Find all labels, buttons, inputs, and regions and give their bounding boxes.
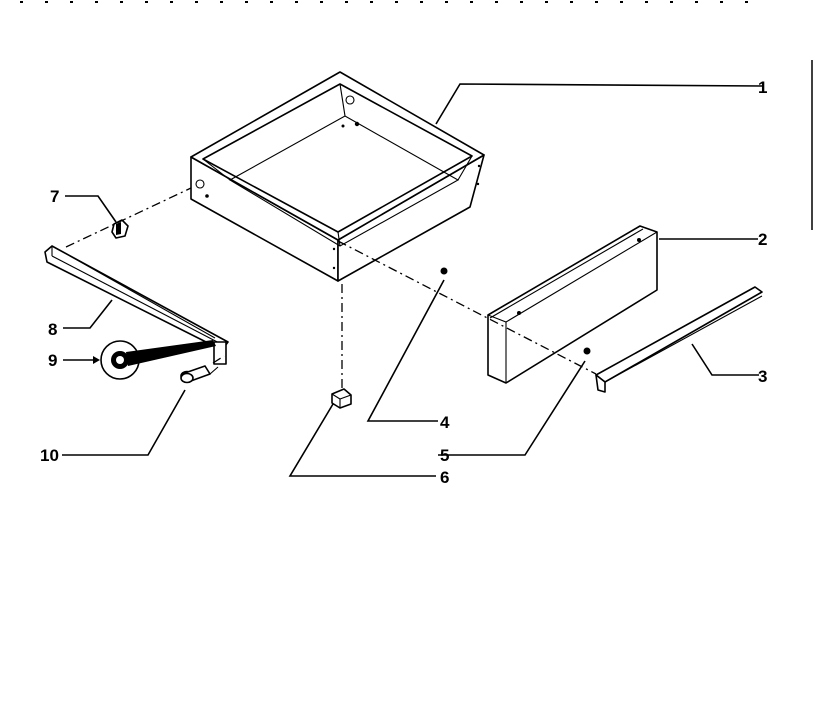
drawer-box	[190, 71, 485, 282]
small-block	[331, 388, 352, 409]
callout-9: 9	[48, 351, 57, 370]
screw-part-5	[583, 347, 591, 355]
callout-10: 10	[40, 446, 59, 465]
handle-rail	[44, 245, 229, 365]
callout-labels: 1 2 3 4 5 6 7 8 9 10	[40, 78, 767, 487]
callout-6: 6	[440, 468, 449, 487]
trim-strip	[595, 286, 763, 393]
drawer-front-panel	[487, 225, 658, 384]
callout-2: 2	[758, 230, 767, 249]
callout-4: 4	[440, 413, 450, 432]
scan-edge-marks	[20, 1, 813, 230]
clip-part	[111, 219, 129, 239]
screw-part-4	[440, 267, 448, 275]
callout-3: 3	[758, 367, 767, 386]
callout-5: 5	[440, 446, 449, 465]
round-knob	[100, 340, 216, 380]
callout-7: 7	[50, 187, 59, 206]
leader-lines	[62, 83, 763, 477]
callout-8: 8	[48, 320, 57, 339]
sleeve-bushing	[180, 365, 219, 384]
assembly-lines	[65, 187, 597, 388]
callout-1: 1	[758, 78, 767, 97]
